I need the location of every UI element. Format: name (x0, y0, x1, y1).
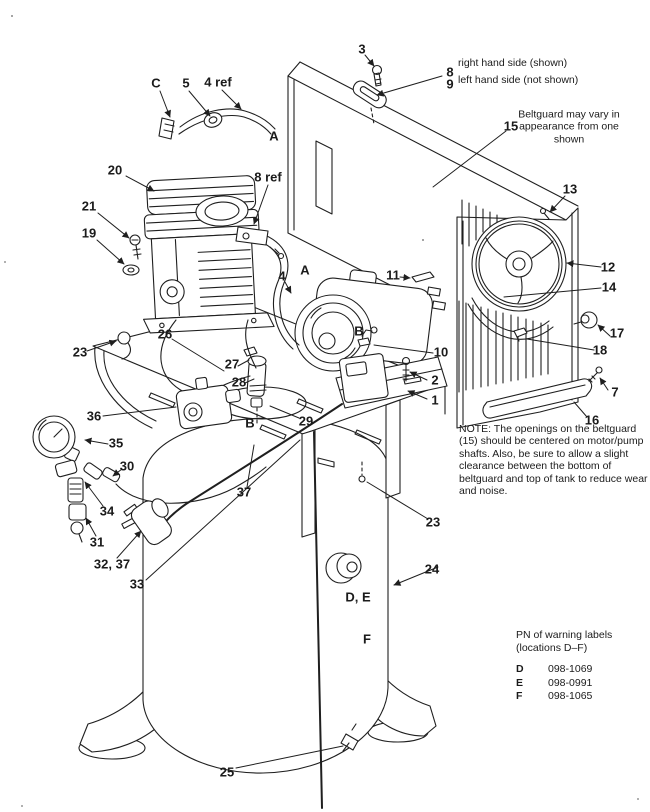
callout-25: 25 (219, 764, 235, 780)
check-valve-drawing (217, 346, 307, 427)
callout-9: 9 (446, 76, 454, 92)
callout-27: 27 (224, 356, 240, 372)
motor-drawing (294, 269, 448, 409)
bracket-drawing (235, 226, 285, 260)
callout-4: 4 (278, 268, 286, 284)
warning-label-location-d: D (516, 663, 524, 676)
leader-arrows (84, 54, 611, 586)
callout-F: F (363, 631, 371, 647)
warning-label-pn-e: 098-0991 (548, 676, 593, 689)
warning-label-row-e: E 098-0991 (516, 677, 612, 690)
callout-3: 3 (358, 41, 366, 57)
callout-34: 34 (99, 503, 115, 519)
warning-label-row-f: F 098-1065 (516, 690, 612, 703)
tank-knob-drawing (325, 552, 362, 584)
warning-label-location-e: E (516, 676, 524, 689)
scan-specks (4, 15, 639, 807)
callout-37: 37 (236, 484, 252, 500)
callout-21: 21 (81, 198, 97, 214)
beltguard-note: NOTE: The openings on the beltguard (15)… (459, 423, 648, 498)
callout-15: 15 (503, 118, 519, 134)
beltguard-fasteners-drawing (513, 207, 603, 383)
fittings-drawing (54, 459, 103, 543)
callout-4-ref: 4 ref (204, 74, 232, 90)
callout-A-mid: A (300, 262, 310, 278)
callout-32-37: 32, 37 (93, 556, 131, 572)
note-beltguard-vary: Beltguard may vary in appearance from on… (518, 108, 620, 146)
callout-11: 11 (386, 267, 400, 283)
note-left-hand-side: left hand side (not shown) (458, 74, 579, 86)
rear-panel-drawing (287, 61, 579, 289)
callout-26: 26 (157, 326, 173, 342)
callout-23-right: 23 (425, 514, 441, 530)
callout-B-platform: B (245, 415, 255, 431)
gauge-drawing (32, 415, 80, 462)
callout-30: 30 (119, 458, 135, 474)
beltguard-drawing (456, 199, 593, 429)
callout-5: 5 (182, 75, 190, 91)
warning-label-location-f: F (516, 689, 523, 702)
callout-35: 35 (108, 435, 124, 451)
callout-23-left: 23 (72, 344, 88, 360)
leader-lines (102, 130, 602, 769)
callout-A-top: A (269, 128, 279, 144)
callout-36: 36 (86, 408, 102, 424)
callout-20: 20 (107, 162, 123, 178)
warning-labels-table: PN of warning labels (locations D–F) D 0… (516, 629, 612, 703)
warning-label-pn-d: 098-1069 (548, 663, 593, 676)
callout-17: 17 (609, 325, 625, 341)
warning-labels-title: PN of warning labels (locations D–F) (516, 629, 613, 655)
callout-B-motor: B (354, 323, 364, 339)
callout-2: 2 (431, 372, 439, 388)
callout-14: 14 (601, 279, 617, 295)
warning-label-row-d: D 098-1069 (516, 663, 612, 676)
callout-16: 16 (584, 412, 600, 428)
callout-10: 10 (433, 344, 449, 360)
callout-33: 33 (129, 576, 145, 592)
callout-D-E: D, E (345, 589, 371, 605)
callout-29: 29 (298, 413, 314, 429)
callout-18: 18 (592, 342, 608, 358)
pump-drawing (142, 175, 275, 334)
note-right-hand-side: right hand side (shown) (458, 57, 568, 69)
motor-key-drawing (411, 271, 435, 283)
callout-8-ref: 8 ref (254, 169, 282, 185)
callout-7: 7 (611, 384, 619, 400)
callout-13: 13 (562, 181, 578, 197)
warning-label-pn-f: 098-1065 (548, 689, 593, 702)
callout-12: 12 (600, 259, 616, 275)
power-plug-drawing (121, 498, 172, 546)
callout-28: 28 (231, 374, 247, 390)
callout-19: 19 (81, 225, 97, 241)
clip-and-bolt-drawing (352, 64, 387, 125)
callout-1: 1 (431, 392, 439, 408)
tubes-drawing (102, 108, 343, 809)
drain-valve-drawing (340, 723, 359, 752)
callout-24: 24 (424, 561, 440, 577)
regulator-drawing (175, 376, 241, 430)
hook-clip-drawing (117, 331, 131, 360)
callout-31: 31 (89, 534, 105, 550)
callout-C: C (151, 75, 161, 91)
callout-8: 8 (446, 64, 454, 80)
tank-mount-screw-drawing (358, 461, 366, 483)
screw-washer-drawing (122, 234, 142, 276)
